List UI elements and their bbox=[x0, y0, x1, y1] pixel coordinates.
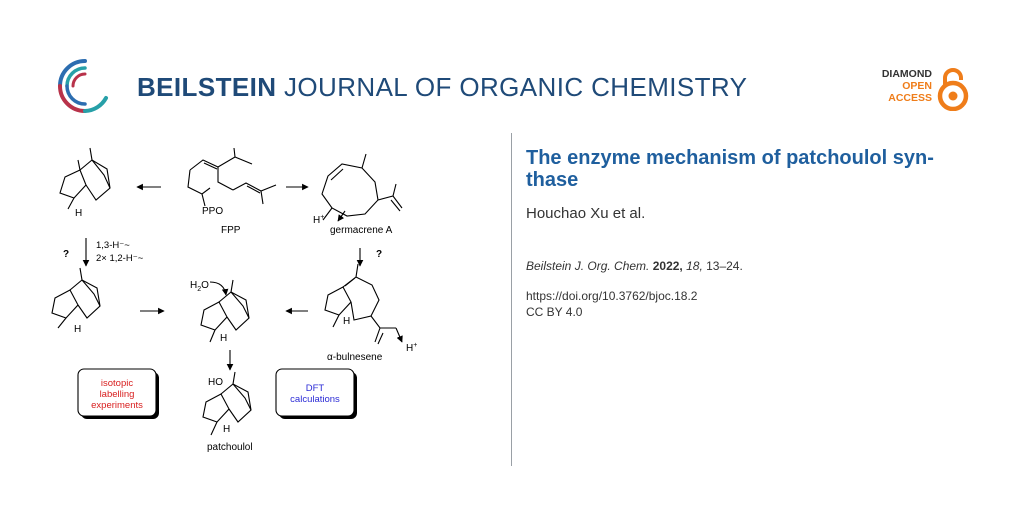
h-plus-charge-2: + bbox=[413, 342, 417, 349]
water-h: H bbox=[190, 280, 197, 291]
tricyclic-cation-structure bbox=[59, 147, 111, 210]
germacrene-a-structure bbox=[321, 153, 403, 222]
water-label: H2O bbox=[190, 280, 209, 293]
hydride-shift-label-2: 2× 1,2-H⁻~ bbox=[96, 253, 144, 264]
h-plus-label-2: H+ bbox=[406, 342, 417, 354]
citation-volume: 18, bbox=[686, 259, 703, 273]
journal-title-bold: BEILSTEIN bbox=[137, 72, 277, 102]
h-plus-symbol: H bbox=[313, 215, 320, 226]
reaction-scheme: FPP PPO germacrene A H+ H+ H2O α-bulnese… bbox=[51, 147, 417, 453]
h-plus-charge: + bbox=[320, 214, 324, 221]
isotopic-labelling-box: isotopic labelling experiments bbox=[77, 368, 159, 419]
water-subscript: 2 bbox=[197, 286, 201, 293]
patchoulol-label: patchoulol bbox=[207, 442, 253, 453]
oa-line-open: OPEN bbox=[902, 80, 932, 92]
citation-pages: 13–24. bbox=[702, 259, 743, 273]
dft-line-2: calculations bbox=[290, 394, 340, 405]
journal-title-rest: JOURNAL OF ORGANIC CHEMISTRY bbox=[276, 72, 748, 102]
secondary-cation-structure bbox=[51, 267, 101, 329]
question-mark-left: ? bbox=[63, 249, 69, 260]
vertical-divider bbox=[511, 133, 512, 466]
article-license: CC BY 4.0 bbox=[526, 305, 583, 319]
open-access-lock-icon bbox=[937, 68, 969, 111]
article-doi-link[interactable]: https://doi.org/10.3762/bjoc.18.2 bbox=[526, 289, 698, 303]
dft-line-1: DFT bbox=[306, 383, 325, 394]
oa-line-diamond: DIAMOND bbox=[881, 68, 932, 80]
patchoulenyl-cation-structure bbox=[200, 279, 250, 343]
bulnesene-label: α-bulnesene bbox=[327, 352, 383, 363]
germacrene-a-label: germacrene A bbox=[330, 225, 393, 236]
isotopic-line-1: isotopic bbox=[101, 378, 133, 389]
water-o: O bbox=[201, 280, 209, 291]
fpp-structure bbox=[187, 147, 277, 207]
journal-logo-icon bbox=[58, 59, 108, 113]
header: BEILSTEIN JOURNAL OF ORGANIC CHEMISTRY D… bbox=[0, 0, 1024, 120]
article-citation: Beilstein J. Org. Chem. 2022, 18, 13–24. bbox=[526, 259, 743, 273]
fpp-label: FPP bbox=[221, 225, 241, 236]
citation-journal: Beilstein J. Org. Chem. bbox=[526, 259, 650, 273]
journal-title: BEILSTEIN JOURNAL OF ORGANIC CHEMISTRY bbox=[137, 70, 747, 104]
h-atom-label-1: H bbox=[75, 208, 82, 219]
isotopic-line-2: labelling bbox=[100, 389, 135, 400]
alpha-bulnesene-structure bbox=[324, 263, 403, 345]
h-atom-label-2: H bbox=[74, 324, 81, 335]
ho-label: HO bbox=[208, 377, 223, 388]
patchoulol-structure bbox=[202, 371, 252, 436]
hydride-shift-label-1: 1,3-H⁻~ bbox=[96, 240, 130, 251]
article-title[interactable]: The enzyme mechanism of patchoulol syn-t… bbox=[526, 147, 934, 191]
diamond-open-access-badge: DIAMOND OPEN ACCESS bbox=[872, 67, 972, 111]
h-atom-label-3: H bbox=[220, 333, 227, 344]
h-plus-label: H+ bbox=[313, 214, 324, 226]
isotopic-line-3: experiments bbox=[91, 400, 143, 411]
h-plus-symbol-2: H bbox=[406, 343, 413, 354]
h-atom-label-4: H bbox=[343, 316, 350, 327]
dft-calculations-box: DFT calculations bbox=[275, 368, 357, 419]
oa-line-access: ACCESS bbox=[888, 92, 932, 104]
ppo-label: PPO bbox=[202, 206, 223, 217]
citation-year: 2022, bbox=[652, 259, 683, 273]
h-atom-label-5: H bbox=[223, 424, 230, 435]
article-authors: Houchao Xu et al. bbox=[526, 205, 646, 222]
question-mark-right: ? bbox=[376, 249, 382, 260]
